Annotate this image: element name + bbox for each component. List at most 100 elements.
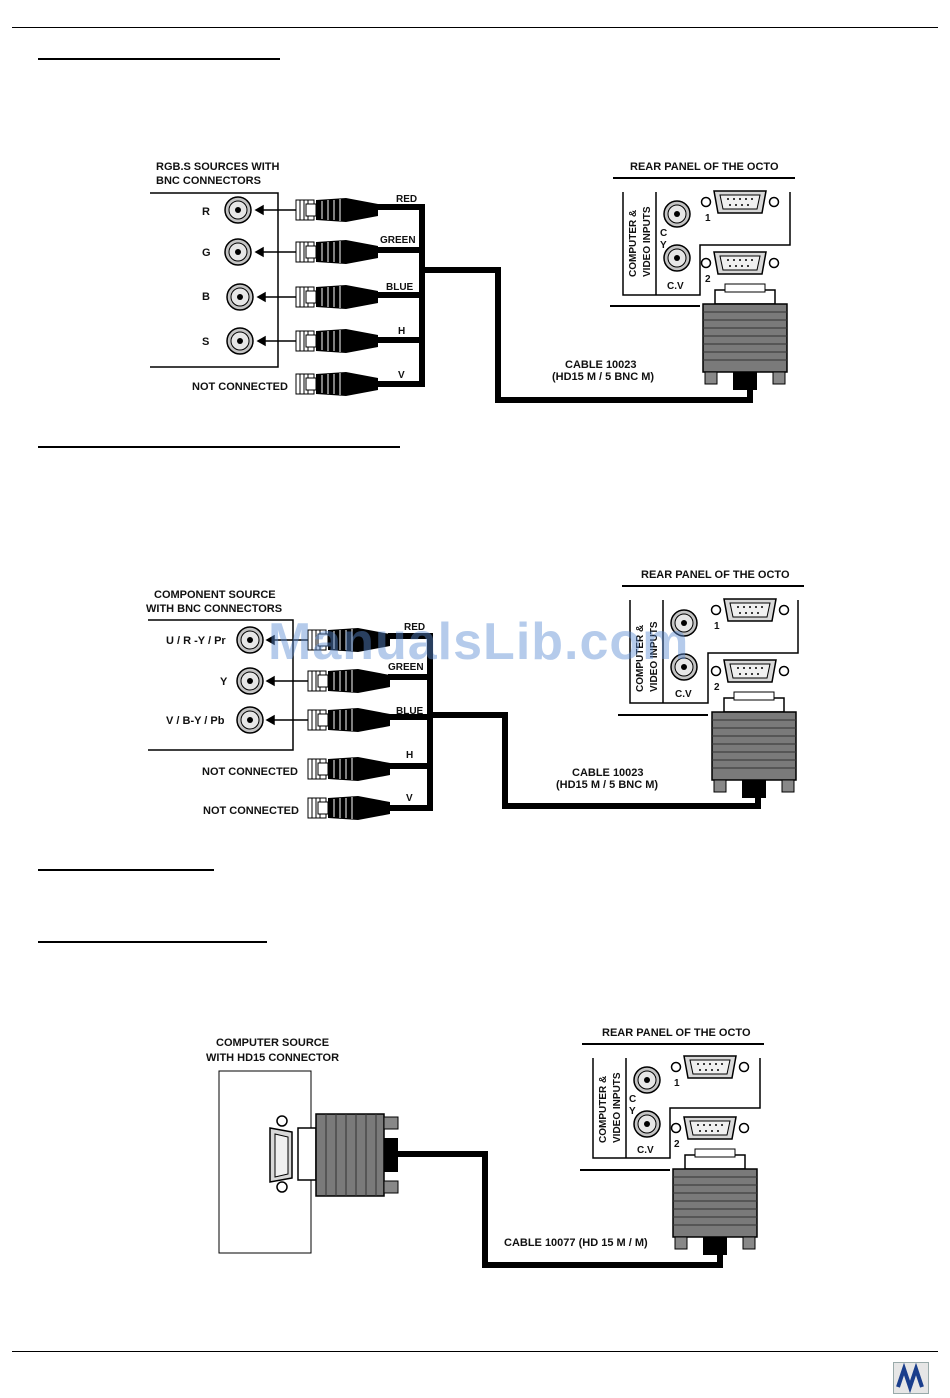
d2-cable-label-2: (HD15 M / 5 BNC M) (556, 779, 658, 791)
d1-port-1: 1 (705, 213, 711, 224)
vga-port-icon (700, 190, 780, 214)
bottom-rule (12, 1351, 938, 1352)
d3-rear-title: REAR PANEL OF THE OCTO (602, 1027, 751, 1039)
d3-source-title-2: WITH HD15 CONNECTOR (206, 1052, 339, 1064)
d3-source-title-1: COMPUTER SOURCE (216, 1037, 329, 1049)
vga-port-icon (710, 659, 790, 683)
diagram-component: COMPONENT SOURCE WITH BNC CONNECTORS U /… (146, 569, 804, 821)
d1-input-label: S (202, 336, 209, 348)
d2-input-label: U / R -Y / Pr (166, 635, 226, 647)
d1-not-connected: NOT CONNECTED (192, 381, 288, 393)
bnc-plug-icon (295, 197, 379, 223)
bnc-jack-icon (663, 244, 691, 272)
d2-cable-label-1: CABLE 10023 (572, 767, 644, 779)
bnc-plug-icon (307, 756, 391, 782)
vga-port-icon (710, 598, 790, 622)
d3-cv-label: C.V (637, 1145, 654, 1156)
d1-cable-label-1: CABLE 10023 (565, 359, 637, 371)
bnc-plug-icon (295, 328, 379, 354)
diagram-rgbs: RGB.S SOURCES WITH BNC CONNECTORS R G B … (150, 161, 795, 403)
bnc-jack-icon (226, 327, 254, 355)
bnc-jack-icon (236, 667, 264, 695)
d2-panel-label-1: COMPUTER & (635, 625, 646, 692)
bnc-jack-icon (224, 196, 252, 224)
hd15-plug-icon (702, 283, 788, 391)
hd15-socket-icon (269, 1115, 293, 1193)
vga-port-icon (670, 1055, 750, 1079)
d1-input-label: R (202, 206, 210, 218)
d1-source-box (150, 192, 279, 368)
d3-source-box (218, 1070, 312, 1254)
d1-wire-label: V (398, 370, 405, 381)
d2-source-title-2: WITH BNC CONNECTORS (146, 603, 282, 615)
bnc-plug-icon (307, 795, 391, 821)
d1-input-label: G (202, 247, 211, 259)
d1-wire-label: H (398, 326, 405, 337)
d3-cable-label: CABLE 10077 (HD 15 M / M) (504, 1237, 648, 1249)
bnc-jack-icon (633, 1110, 661, 1138)
d1-cable (376, 204, 753, 403)
d1-wire-label: RED (396, 194, 417, 205)
hd15-plug-icon (297, 1113, 399, 1197)
d2-wire-label: GREEN (388, 662, 424, 673)
d2-wire-label: RED (404, 622, 425, 633)
d2-input-label: Y (220, 676, 228, 688)
d1-c-label: C (660, 228, 667, 239)
d2-port-2: 2 (714, 682, 720, 693)
brand-logo-icon (893, 1362, 929, 1394)
d1-source-title-2: BNC CONNECTORS (156, 175, 261, 187)
d2-cv-label: C.V (675, 689, 692, 700)
d1-port-2: 2 (705, 274, 711, 285)
d3-port-1: 1 (674, 1078, 680, 1089)
bnc-jack-icon (224, 238, 252, 266)
d2-not-connected-1: NOT CONNECTED (202, 766, 298, 778)
d3-c-label: C (629, 1094, 636, 1105)
d2-wire-label: V (406, 793, 413, 804)
d1-source-title-1: RGB.S SOURCES WITH (156, 161, 280, 173)
d1-panel-label-2: VIDEO INPUTS (642, 206, 653, 277)
d1-input-label: B (202, 291, 210, 303)
bnc-plug-icon (307, 707, 391, 733)
d3-panel-label-1: COMPUTER & (598, 1076, 609, 1143)
bnc-jack-icon (226, 283, 254, 311)
d2-port-1: 1 (714, 621, 720, 632)
d1-rear-title: REAR PANEL OF THE OCTO (630, 161, 779, 173)
vga-port-icon (670, 1116, 750, 1140)
bnc-plug-icon (307, 668, 391, 694)
d2-wire-label: BLUE (396, 706, 424, 717)
top-rule (12, 27, 938, 28)
d1-cable-label-2: (HD15 M / 5 BNC M) (552, 371, 654, 383)
d2-not-connected-2: NOT CONNECTED (203, 805, 299, 817)
bnc-plug-icon (295, 239, 379, 265)
d2-wire-label: H (406, 750, 413, 761)
diagram-computer: COMPUTER SOURCE WITH HD15 CONNECTOR CABL… (206, 1027, 764, 1268)
bnc-jack-icon (663, 200, 691, 228)
d3-y-label: Y (629, 1106, 636, 1117)
bnc-jack-icon (236, 706, 264, 734)
d2-source-title-1: COMPONENT SOURCE (154, 589, 276, 601)
d1-cv-label: C.V (667, 281, 684, 292)
d2-cable (388, 633, 761, 811)
hd15-plug-icon (672, 1148, 758, 1256)
bnc-plug-icon (295, 371, 379, 397)
watermark: ManualsLib.com (268, 613, 690, 671)
d3-cable (398, 1151, 723, 1268)
section-heading-underline-3 (38, 869, 214, 871)
bnc-plug-icon (295, 284, 379, 310)
section-heading-underline-4 (38, 941, 267, 943)
section-heading-underline-2 (38, 446, 400, 448)
bnc-jack-icon (236, 626, 264, 654)
d1-panel-label-1: COMPUTER & (628, 210, 639, 277)
d1-wire-label: GREEN (380, 235, 416, 246)
vga-port-icon (700, 251, 780, 275)
d2-rear-title: REAR PANEL OF THE OCTO (641, 569, 790, 581)
d3-panel-label-2: VIDEO INPUTS (612, 1072, 623, 1143)
d2-panel-label-2: VIDEO INPUTS (649, 621, 660, 692)
section-heading-underline-1 (38, 58, 280, 60)
d2-source-box (148, 619, 294, 751)
d2-input-label: V / B-Y / Pb (166, 715, 225, 727)
bnc-jack-icon (633, 1066, 661, 1094)
d3-port-2: 2 (674, 1139, 680, 1150)
d1-y-label: Y (660, 240, 667, 251)
